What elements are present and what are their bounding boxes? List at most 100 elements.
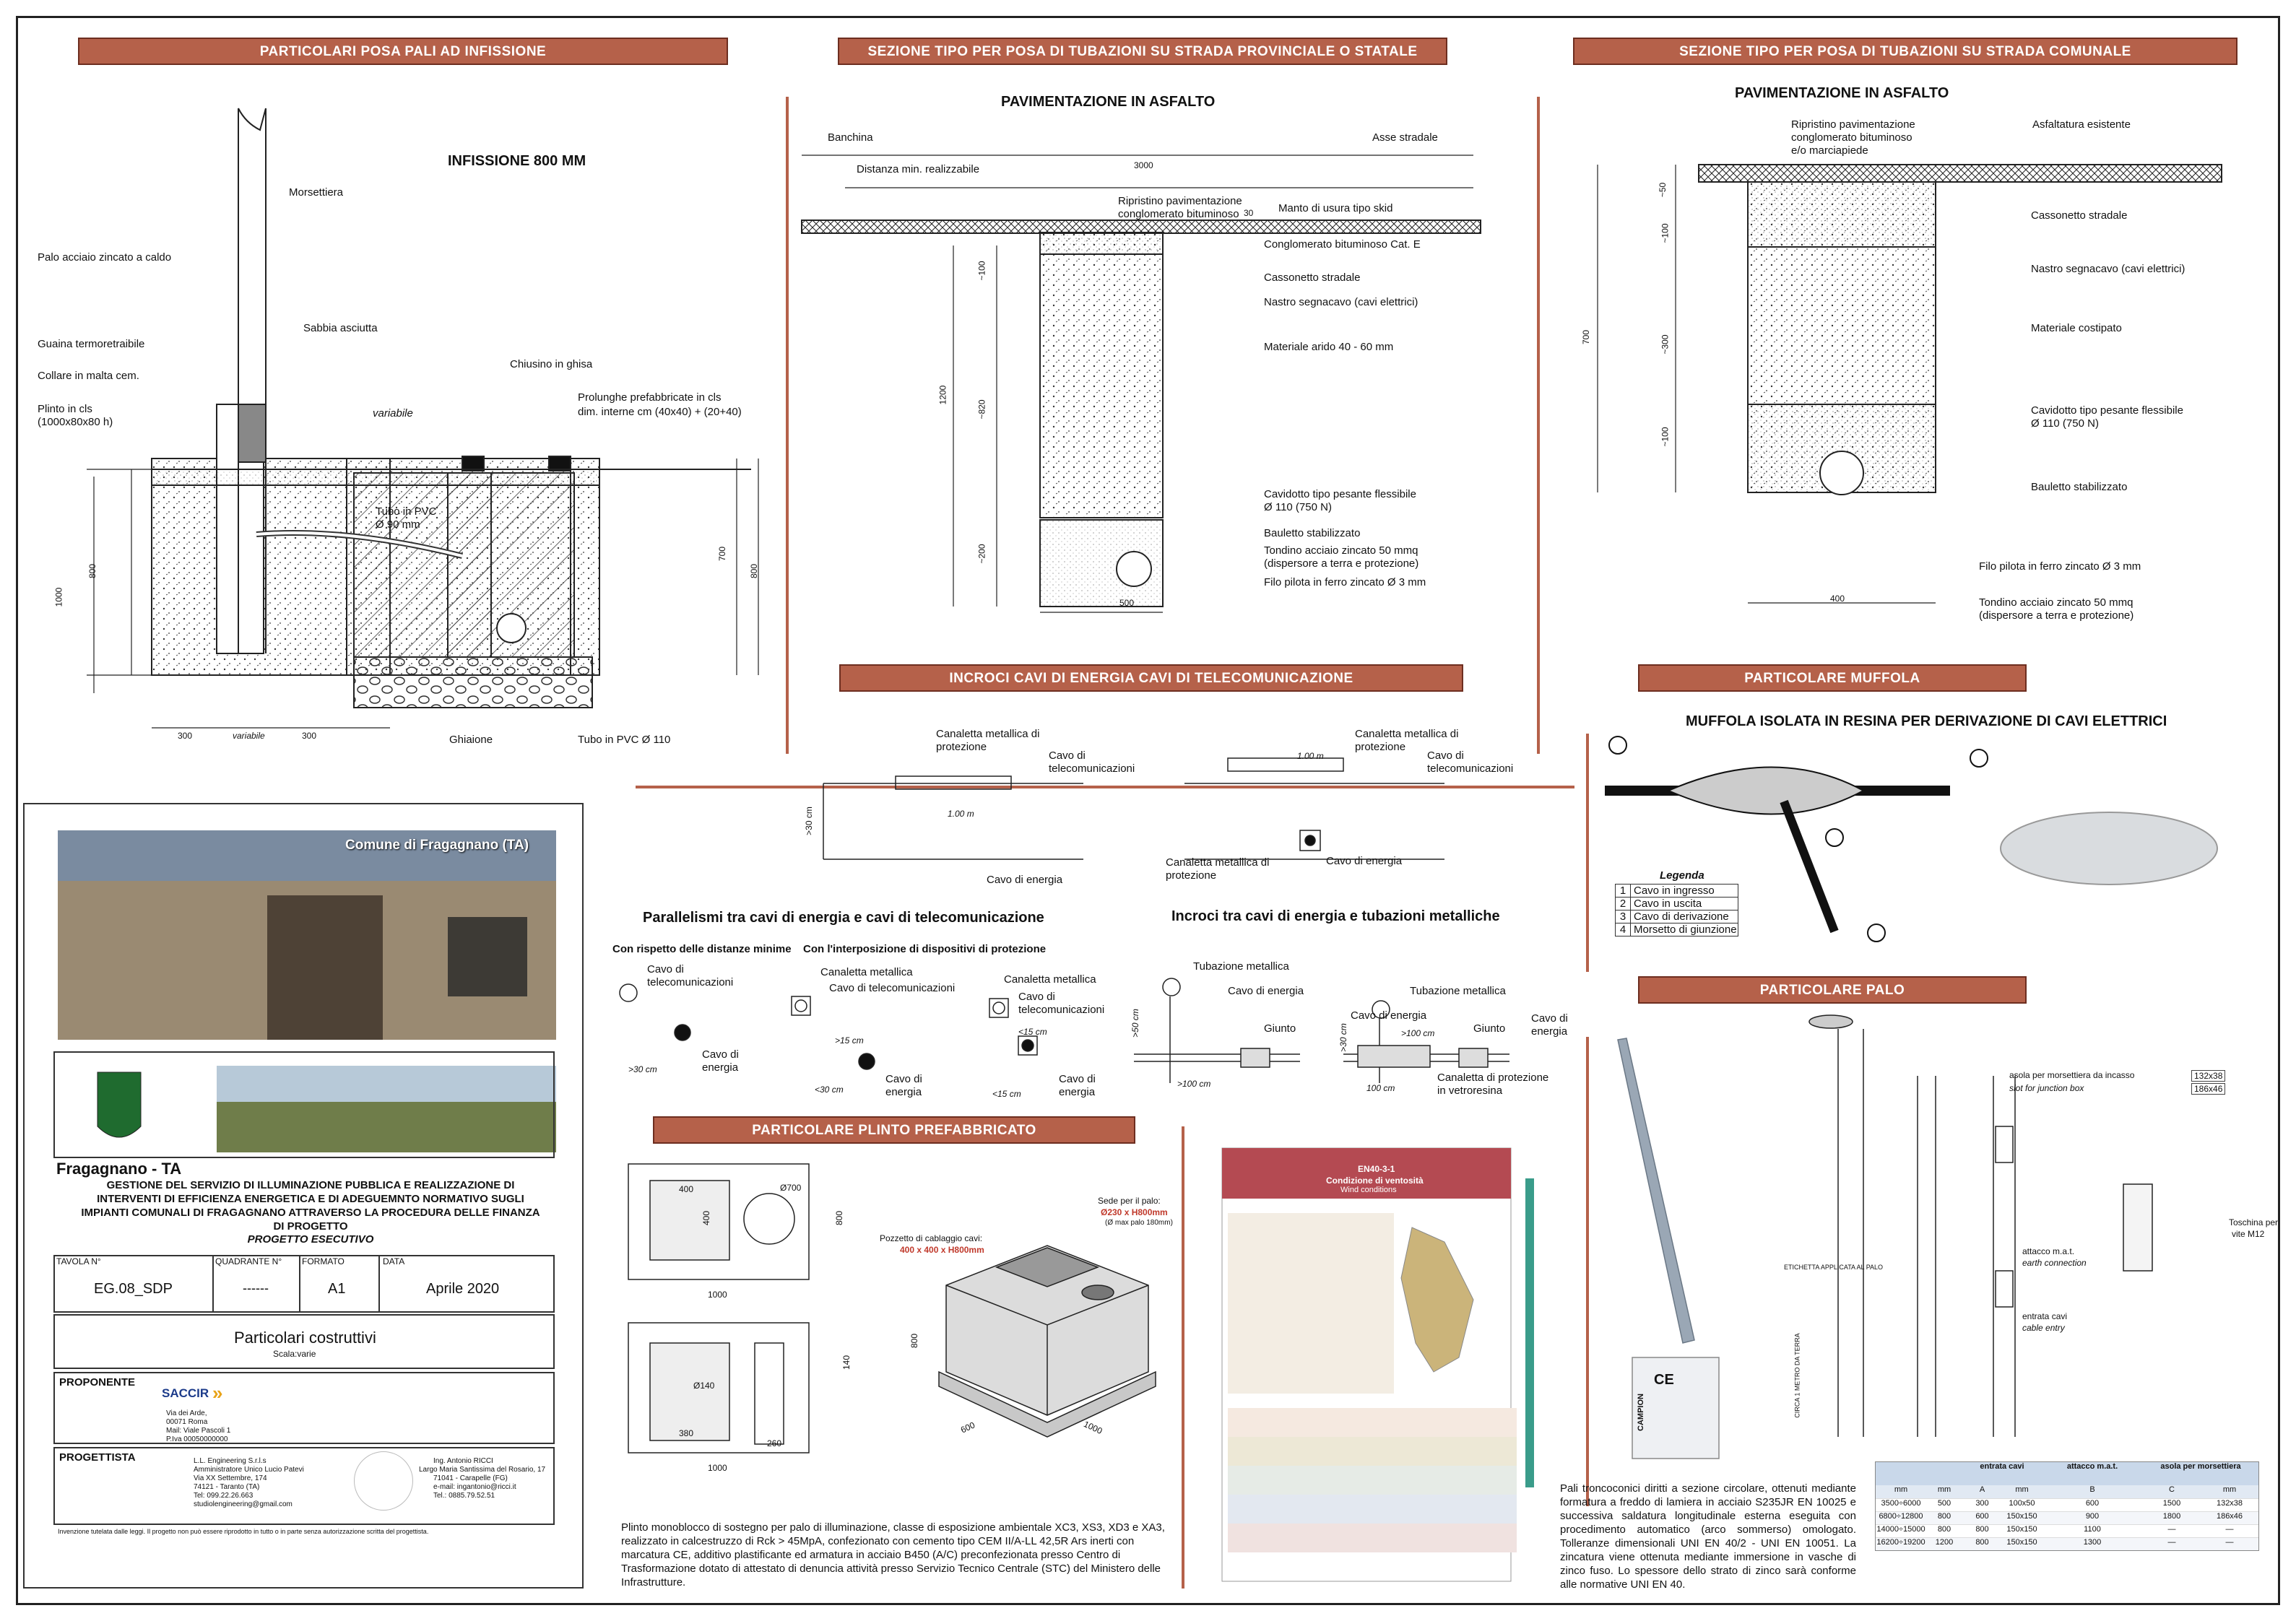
label: Plinto in cls: [38, 403, 92, 415]
label: entrata cavi: [2022, 1311, 2068, 1321]
label: Tondino acciaio zincato 50 mmq: [1264, 544, 1418, 557]
th: entrata cavi: [1980, 1462, 2024, 1471]
label: Canaletta metallica: [820, 966, 913, 978]
legend-text: Morsetto di giunzione: [1634, 924, 1737, 936]
stamp-icon: [354, 1451, 413, 1511]
label: Cassonetto stradale: [1264, 271, 1361, 284]
label: Conglomerato bituminoso Cat. E: [1264, 238, 1421, 251]
legend-text: Cavo di derivazione: [1634, 911, 1729, 923]
label: Cavo di: [1018, 991, 1055, 1003]
label: Cavo di energia: [1351, 1009, 1427, 1022]
logo-box: [53, 1051, 555, 1158]
separator: [636, 786, 1574, 788]
dim: 800: [749, 563, 760, 579]
label: Canaletta metallica: [1004, 973, 1096, 986]
table-subheader: mm mm A mm B C mm: [1876, 1485, 2258, 1498]
label: telecomunicazioni: [1018, 1004, 1105, 1016]
header-incroci: INCROCI CAVI DI ENERGIA CAVI DI TELECOMU…: [839, 664, 1463, 692]
dim: ~100: [976, 261, 987, 281]
label: Nastro segnacavo (cavi elettrici): [1264, 296, 1418, 308]
ing-line: 71041 - Carapelle (FG): [433, 1474, 508, 1482]
ce-mark: CE: [1654, 1372, 1674, 1388]
label: Tubazione metallica: [1410, 985, 1506, 997]
label: ETICHETTA APPLICATA AL PALO: [1784, 1264, 1884, 1271]
label: Giunto: [1473, 1022, 1506, 1035]
prog-line: studiolengineering@gmail.com: [194, 1500, 293, 1508]
label: Filo pilota in ferro zincato Ø 3 mm: [1979, 560, 2141, 573]
label: Palo acciaio zincato a caldo: [38, 251, 172, 264]
label: CIRCA 1 METRO DA TERRA: [1793, 1333, 1801, 1418]
col-head: QUADRANTE N°: [215, 1256, 282, 1266]
label: Ø 110 (750 N): [2031, 417, 2099, 430]
slot-size: 186x46: [2191, 1083, 2226, 1095]
label: Manto di usura tipo skid: [1278, 202, 1393, 214]
ing-line: Ing. Antonio RICCI: [433, 1457, 493, 1465]
label: slot for junction box: [2009, 1083, 2084, 1093]
label: 400: [1830, 594, 1845, 604]
table-cell: —: [2225, 1538, 2234, 1547]
label: attacco m.a.t.: [2022, 1246, 2075, 1256]
dim: ~200: [976, 544, 987, 564]
header-provinciale: SEZIONE TIPO PER POSA DI TUBAZIONI SU ST…: [838, 38, 1447, 65]
label: energia: [1531, 1025, 1568, 1038]
label: Canaletta metallica di: [936, 728, 1040, 740]
label: Cavo di: [1059, 1073, 1096, 1085]
label: dim. interne cm (40x40) + (20+40): [578, 406, 742, 418]
addr: Via dei Arde,: [166, 1409, 207, 1417]
th: A: [1979, 1485, 1985, 1494]
table-cell: 100x50: [2009, 1499, 2035, 1508]
proponente-label: PROPONENTE: [59, 1376, 136, 1389]
label: Morsettiera: [289, 186, 344, 199]
label: Tubo in PVC: [376, 505, 437, 518]
legend-num: 1: [1616, 885, 1631, 897]
table-cell: 132x38: [2216, 1499, 2243, 1508]
table-cell: 1300: [2083, 1538, 2102, 1547]
label: Ripristino pavimentazione: [1791, 118, 1915, 131]
table-cell: 600: [2085, 1499, 2100, 1508]
th: mm: [1937, 1485, 1951, 1494]
dim: Ø140: [693, 1381, 715, 1391]
label: Cavidotto tipo pesante flessibile: [2031, 404, 2183, 417]
title-block: [23, 803, 584, 1589]
label: energia: [1059, 1086, 1096, 1098]
dim: 1200: [937, 385, 948, 405]
dim: ~100: [1660, 427, 1671, 447]
com-title: PAVIMENTAZIONE IN ASFALTO: [1735, 85, 1949, 101]
th: mm: [1894, 1485, 1908, 1494]
table-cell: 16200÷19200: [1876, 1538, 1925, 1547]
legend-num: 4: [1616, 924, 1631, 936]
title-cell: [53, 1314, 555, 1369]
label: Cavo di: [1427, 749, 1464, 762]
separator: [1586, 734, 1589, 972]
label: Sabbia asciutta: [303, 322, 378, 334]
dim: 700: [1581, 329, 1592, 345]
legend-num: 3: [1616, 911, 1631, 923]
legend-text: Cavo in uscita: [1634, 898, 1702, 910]
label: 1.00 m: [1297, 751, 1324, 761]
project-subject: GESTIONE DEL SERVIZIO DI ILLUMINAZIONE P…: [81, 1179, 540, 1233]
prog-line: Amministratore Unico Lucio Patevi: [194, 1466, 304, 1474]
label: Cavo di energia: [1228, 985, 1304, 997]
slot-size: 132x38: [2191, 1070, 2226, 1082]
label: vite M12: [2232, 1229, 2265, 1239]
label: asola per morsettiera da incasso: [2009, 1070, 2135, 1080]
label: Ø230 x H800mm: [1101, 1207, 1168, 1217]
progettista-box: [53, 1447, 555, 1525]
separator: [1586, 1037, 1589, 1506]
th: [1926, 1462, 1962, 1485]
header-pali: PARTICOLARI POSA PALI AD INFISSIONE: [78, 38, 728, 65]
label: 100 cm: [1366, 1083, 1395, 1093]
table-cell: 1500: [2162, 1499, 2181, 1508]
photo-caption: Comune di Fragagnano (TA): [345, 838, 529, 853]
separator: [786, 97, 789, 754]
label: Nastro segnacavo (cavi elettrici): [2031, 263, 2185, 275]
label: Asfaltatura esistente: [2032, 118, 2131, 131]
dim: 140: [841, 1355, 852, 1370]
prov-title: PAVIMENTAZIONE IN ASFALTO: [1001, 94, 1216, 110]
dim: 400: [701, 1210, 712, 1226]
